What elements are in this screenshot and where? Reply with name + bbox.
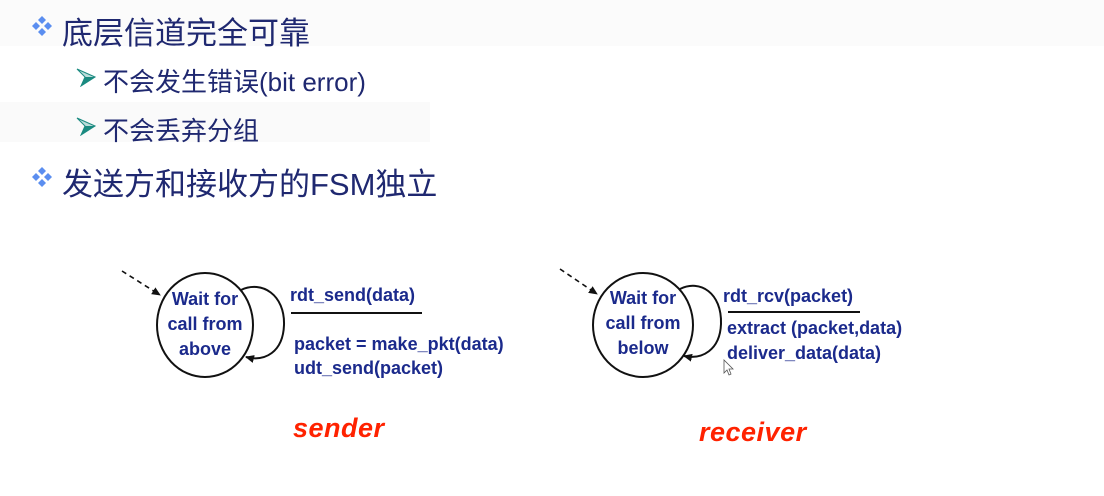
sender-label: sender (293, 413, 385, 443)
receiver-event: rdt_rcv(packet) (723, 286, 854, 306)
receiver-self-loop-arrow (679, 284, 723, 362)
bullet-text-level2: 不会发生错误(bit error) (103, 67, 366, 97)
receiver-state-circle (592, 272, 694, 378)
sender-action: packet = make_pkt(data) (294, 334, 504, 354)
initial-state-arrow (559, 268, 598, 295)
receiver-action: deliver_data(data) (727, 343, 882, 363)
bullet-text-level1: 发送方和接收方的FSM独立 (62, 167, 438, 202)
receiver-state-label: Wait for call from below (593, 286, 693, 361)
state-label-line: call from (167, 314, 243, 334)
receiver-action: extract (packet,data) (727, 318, 903, 338)
sender-fsm (121, 270, 422, 378)
state-label-line: above (178, 339, 232, 359)
receiver-fsm (559, 268, 860, 378)
bullet-text-level1: 底层信道完全可靠 (62, 16, 310, 51)
state-label-line: Wait for (171, 289, 239, 309)
receiver-label: receiver (699, 417, 807, 447)
state-label-line: call from (605, 313, 681, 333)
diamond-bullet-icon (32, 16, 52, 36)
arrow-bullet-icon (76, 117, 96, 136)
sender-state-circle (156, 272, 254, 378)
state-label-line: below (617, 338, 669, 358)
state-label-line: Wait for (609, 288, 677, 308)
mouse-cursor-icon (723, 359, 734, 376)
background-band (0, 102, 430, 142)
sender-state-label: Wait for call from above (157, 287, 253, 362)
sender-action: udt_send(packet) (294, 358, 444, 378)
initial-state-arrow (121, 270, 161, 296)
background-band (0, 0, 1104, 46)
bullet-text-level2: 不会丢弃分组 (103, 116, 260, 146)
diamond-bullet-icon (32, 167, 52, 187)
sender-self-loop-arrow (240, 285, 286, 363)
arrow-bullet-icon (76, 68, 96, 87)
sender-event: rdt_send(data) (290, 285, 416, 305)
